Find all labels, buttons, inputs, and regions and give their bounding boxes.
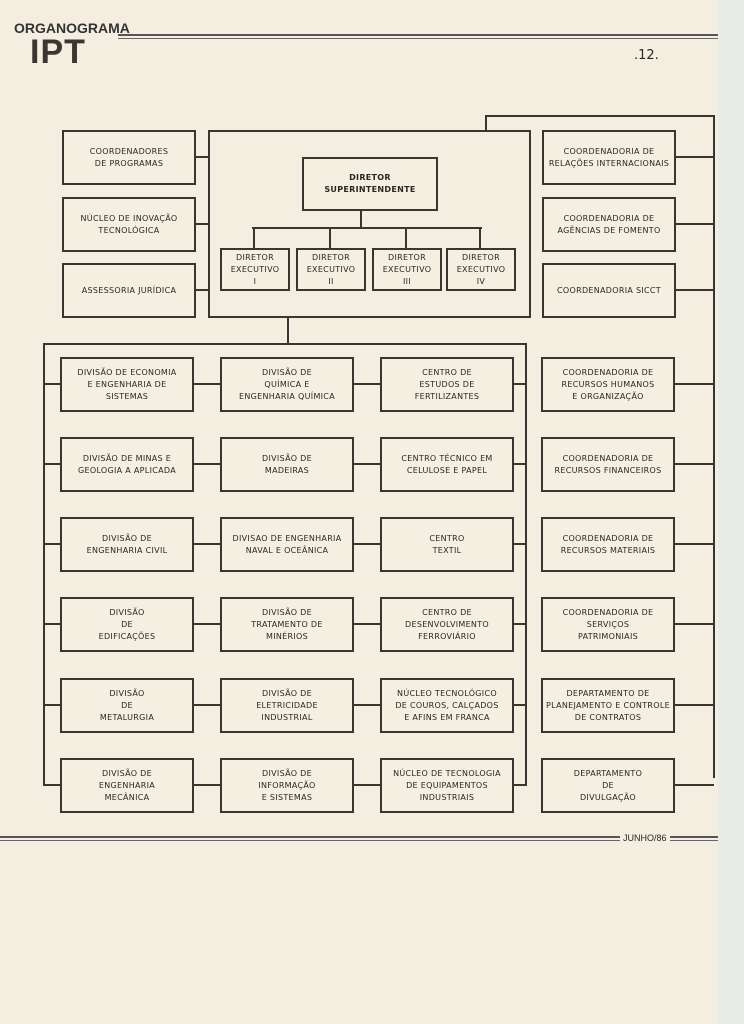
unit-box: CENTRO TEXTIL bbox=[380, 517, 514, 572]
staff-right-box: COORDENADORIA DE RELAÇÕES INTERNACIONAIS bbox=[542, 130, 676, 185]
connector-line bbox=[675, 623, 714, 625]
connector-line bbox=[43, 343, 526, 345]
staff-left-box: ASSESSORIA JURÍDICA bbox=[62, 263, 196, 318]
staff-left-box: NÚCLEO DE INOVAÇÃO TECNOLÓGICA bbox=[62, 197, 196, 252]
unit-box: DIVISÃO DE QUÍMICA E ENGENHARIA QUÍMICA bbox=[220, 357, 354, 412]
connector-line bbox=[405, 228, 407, 248]
connector-line bbox=[354, 623, 380, 625]
connector-line bbox=[354, 784, 380, 786]
connector-line bbox=[43, 704, 60, 706]
connector-line bbox=[43, 784, 60, 786]
connector-line bbox=[194, 623, 220, 625]
connector-line bbox=[485, 115, 487, 130]
connector-line bbox=[253, 228, 255, 248]
staff-left-box: COORDENADORES DE PROGRAMAS bbox=[62, 130, 196, 185]
document-title: ORGANOGRAMA bbox=[14, 20, 130, 36]
connector-line bbox=[252, 227, 482, 229]
connector-line bbox=[354, 543, 380, 545]
connector-line bbox=[675, 543, 714, 545]
unit-box: NÚCLEO DE TECNOLOGIA DE EQUIPAMENTOS IND… bbox=[380, 758, 514, 813]
footer-rule bbox=[0, 836, 718, 841]
connector-line bbox=[676, 156, 714, 158]
connector-line bbox=[675, 784, 714, 786]
connector-line bbox=[43, 463, 60, 465]
connector-line bbox=[194, 463, 220, 465]
connector-line bbox=[360, 210, 362, 228]
unit-box: DIVISÃO DE INFORMAÇÃO E SISTEMAS bbox=[220, 758, 354, 813]
executive-director-box: DIRETOR EXECUTIVO IV bbox=[446, 248, 516, 291]
header-rule bbox=[118, 34, 718, 39]
unit-box: DIVISÃO DE METALURGIA bbox=[60, 678, 194, 733]
unit-box: DIVISÃO DE EDIFICAÇÕES bbox=[60, 597, 194, 652]
connector-line bbox=[194, 383, 220, 385]
unit-box: DIVISÃO DE ELETRICIDADE INDUSTRIAL bbox=[220, 678, 354, 733]
unit-box: DIVISÃO DE ENGENHARIA CIVIL bbox=[60, 517, 194, 572]
staff-right-box: COORDENADORIA SICCT bbox=[542, 263, 676, 318]
unit-box: DIVISAO DE ENGENHARIA NAVAL E OCEÂNICA bbox=[220, 517, 354, 572]
admin-box: COORDENADORIA DE SERVIÇOS PATRIMONIAIS bbox=[541, 597, 675, 652]
unit-box: CENTRO DE DESENVOLVIMENTO FERROVIÁRIO bbox=[380, 597, 514, 652]
connector-line bbox=[514, 463, 526, 465]
connector-line bbox=[354, 383, 380, 385]
connector-line bbox=[675, 704, 714, 706]
unit-box: DIVISÃO DE MINAS E GEOLOGIA A APLICADA bbox=[60, 437, 194, 492]
scan-edge bbox=[718, 0, 744, 1024]
connector-line bbox=[514, 623, 526, 625]
unit-box: CENTRO TÉCNICO EM CELULOSE E PAPEL bbox=[380, 437, 514, 492]
admin-box: DEPARTAMENTO DE PLANEJAMENTO E CONTROLE … bbox=[541, 678, 675, 733]
director-superintendent-box: DIRETOR SUPERINTENDENTE bbox=[302, 157, 438, 211]
connector-line bbox=[713, 115, 715, 778]
unit-box: DIVISÃO DE TRATAMENTO DE MINÉRIOS bbox=[220, 597, 354, 652]
connector-line bbox=[514, 383, 526, 385]
unit-box: DIVISÃO DE ENGENHARIA MECÂNICA bbox=[60, 758, 194, 813]
connector-line bbox=[675, 463, 714, 465]
admin-box: DEPARTAMENTO DE DIVULGAÇÃO bbox=[541, 758, 675, 813]
management-frame bbox=[208, 130, 531, 318]
connector-line bbox=[196, 223, 208, 225]
footer-date: JUNHO/86 bbox=[620, 833, 670, 843]
connector-line bbox=[514, 784, 526, 786]
connector-line bbox=[287, 318, 289, 344]
executive-director-box: DIRETOR EXECUTIVO III bbox=[372, 248, 442, 291]
unit-box: DIVISÃO DE ECONOMIA E ENGENHARIA DE SIST… bbox=[60, 357, 194, 412]
connector-line bbox=[329, 228, 331, 248]
staff-right-box: COORDENADORIA DE AGÊNCIAS DE FOMENTO bbox=[542, 197, 676, 252]
unit-box: NÚCLEO TECNOLÓGICO DE COUROS, CALÇADOS E… bbox=[380, 678, 514, 733]
connector-line bbox=[43, 543, 60, 545]
connector-line bbox=[479, 228, 481, 248]
connector-line bbox=[676, 223, 714, 225]
connector-line bbox=[354, 463, 380, 465]
page-number: .12. bbox=[634, 48, 659, 63]
connector-line bbox=[43, 343, 45, 786]
connector-line bbox=[43, 383, 60, 385]
connector-line bbox=[194, 704, 220, 706]
connector-line bbox=[525, 343, 527, 786]
connector-line bbox=[514, 543, 526, 545]
connector-line bbox=[196, 289, 208, 291]
executive-director-box: DIRETOR EXECUTIVO I bbox=[220, 248, 290, 291]
connector-line bbox=[194, 784, 220, 786]
ipt-logo: IPT bbox=[30, 33, 86, 71]
connector-line bbox=[354, 704, 380, 706]
admin-box: COORDENADORIA DE RECURSOS HUMANOS E ORGA… bbox=[541, 357, 675, 412]
connector-line bbox=[485, 115, 714, 117]
admin-box: COORDENADORIA DE RECURSOS FINANCEIROS bbox=[541, 437, 675, 492]
unit-box: CENTRO DE ESTUDOS DE FERTILIZANTES bbox=[380, 357, 514, 412]
connector-line bbox=[514, 704, 526, 706]
unit-box: DIVISÃO DE MADEIRAS bbox=[220, 437, 354, 492]
connector-line bbox=[194, 543, 220, 545]
connector-line bbox=[676, 289, 714, 291]
connector-line bbox=[43, 623, 60, 625]
admin-box: COORDENADORIA DE RECURSOS MATERIAIS bbox=[541, 517, 675, 572]
connector-line bbox=[675, 383, 714, 385]
executive-director-box: DIRETOR EXECUTIVO II bbox=[296, 248, 366, 291]
connector-line bbox=[196, 156, 208, 158]
